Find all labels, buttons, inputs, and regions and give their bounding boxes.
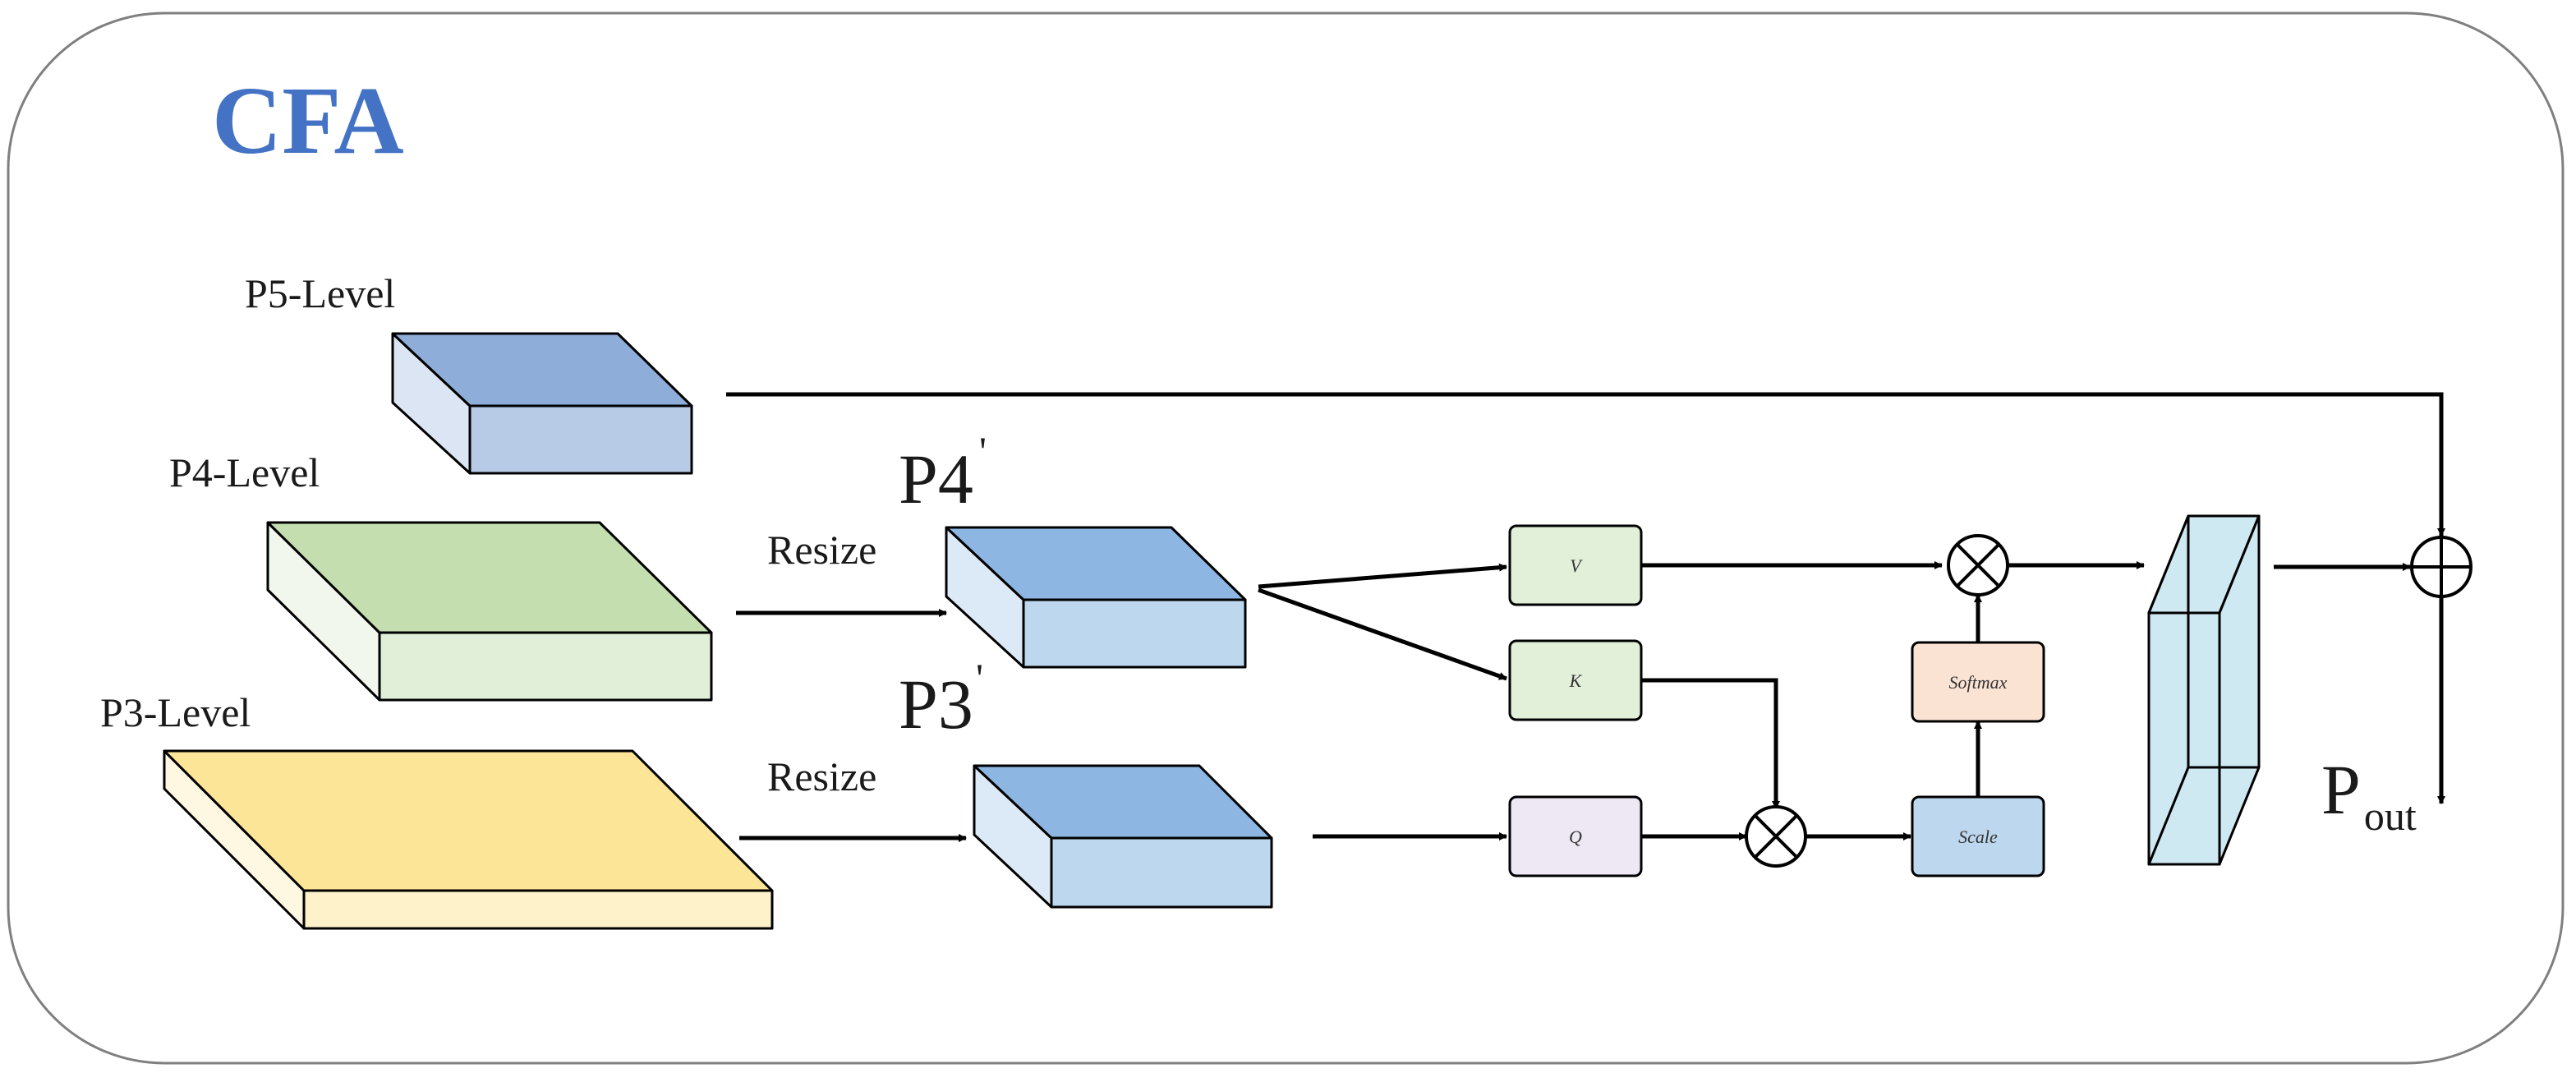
p4-prime-block	[945, 526, 1247, 669]
p4-prime-label: P4	[899, 440, 973, 518]
output-block-hidden-edge-d	[2147, 767, 2190, 865]
q-box-rect	[1508, 795, 1643, 877]
p3-prime-mark: '	[976, 655, 983, 701]
k-box: K	[1508, 639, 1643, 721]
k-box-rect	[1508, 639, 1643, 721]
p4-prime-mark: '	[979, 428, 987, 474]
v-box-rect	[1508, 524, 1643, 606]
q-box: Q	[1508, 795, 1643, 877]
scale-box-label: Scale	[1958, 827, 1998, 847]
p3-feature-block	[163, 749, 774, 930]
softmax-box-label: Softmax	[1949, 672, 2008, 693]
output-label-sub: out	[2364, 793, 2417, 839]
attention-output-block	[2147, 514, 2261, 866]
multiply-icon-lower	[1745, 805, 1807, 868]
resize-label-p3: Resize	[767, 753, 876, 799]
p4-prime-front	[1022, 598, 1247, 669]
output-label: P out	[2321, 750, 2417, 839]
diagram-title: CFA	[212, 67, 404, 174]
p5-block-front	[468, 404, 693, 475]
arrow-k-to-mult	[1641, 678, 1780, 809]
scale-box-rect	[1911, 795, 2045, 877]
arrow-p4-to-v	[1258, 563, 1507, 589]
p5-level-label: P5-Level	[245, 270, 395, 316]
multiply-icon-upper	[1947, 534, 2009, 596]
p5-feature-block	[391, 332, 693, 475]
arrow-p4-to-k	[1258, 587, 1507, 681]
softmax-box: Softmax	[1911, 641, 2045, 723]
p4-feature-block	[266, 521, 713, 702]
resize-label-p4: Resize	[767, 527, 876, 573]
p4-level-label: P4-Level	[169, 449, 320, 495]
q-box-label: Q	[1569, 827, 1582, 847]
p4-prime-main: P4	[899, 440, 973, 518]
p3-prime-main: P3	[899, 665, 973, 744]
k-box-label: K	[1569, 670, 1583, 691]
v-box-label: V	[1570, 555, 1583, 576]
p4-block-front	[378, 631, 713, 702]
v-box: V	[1508, 524, 1643, 606]
output-label-main: P	[2321, 750, 2361, 829]
p3-prime-front	[1050, 836, 1273, 909]
connector-lines	[726, 392, 2445, 842]
p3-block-front	[302, 889, 774, 930]
output-block-front	[2147, 611, 2221, 866]
p3-prime-label: P3	[899, 665, 973, 744]
softmax-box-rect	[1911, 641, 2045, 723]
p3-prime-block	[973, 764, 1273, 909]
scale-box: Scale	[1911, 795, 2045, 877]
p3-level-label: P3-Level	[100, 689, 251, 735]
add-icon	[2410, 536, 2472, 598]
arrow-p5-skip	[726, 392, 2445, 536]
